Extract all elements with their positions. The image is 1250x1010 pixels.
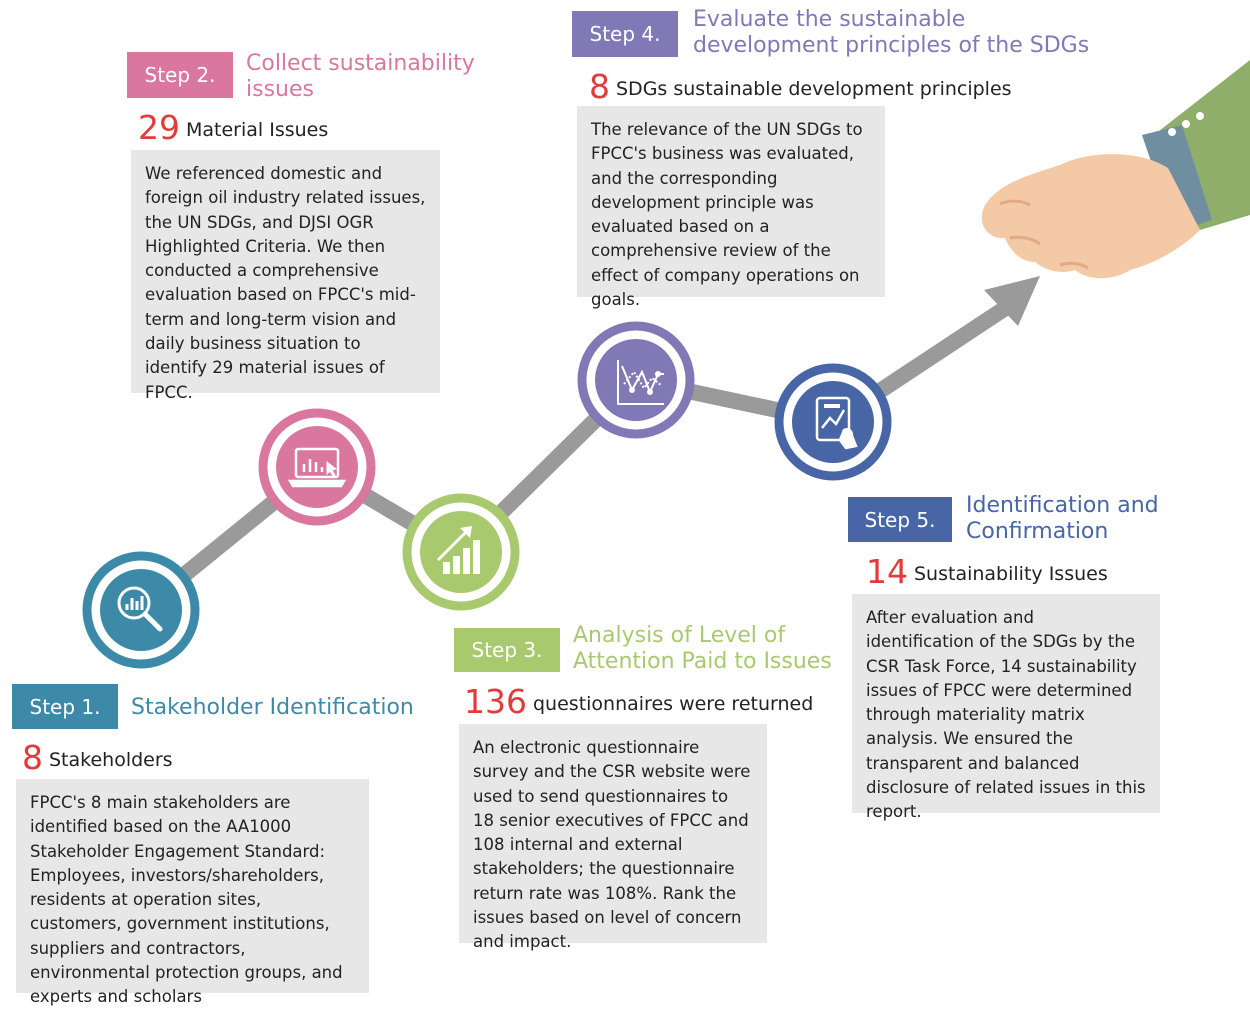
step2-title: Collect sustainability issues <box>246 51 475 102</box>
step5-number: 14 <box>866 552 908 591</box>
step1-node <box>82 551 200 669</box>
pointing-hand-icon <box>981 60 1250 279</box>
step1-badge: Step 1. <box>12 684 118 729</box>
step2-number: 29 <box>138 108 180 147</box>
step4-number: 8 <box>589 67 610 106</box>
step2-badge: Step 2. <box>127 52 233 98</box>
path-arrowhead <box>984 276 1040 326</box>
step2-unit: Material Issues <box>186 119 329 141</box>
step2-node <box>258 408 376 526</box>
step4-node <box>577 321 695 439</box>
step4-description: The relevance of the UN SDGs to FPCC's b… <box>577 106 885 309</box>
step5-node <box>774 363 892 481</box>
step1-number: 8 <box>22 738 43 777</box>
step1-unit: Stakeholders <box>49 749 173 771</box>
step3-unit: questionnaires were returned <box>533 693 814 715</box>
step5-description: After evaluation and identification of t… <box>852 594 1160 821</box>
step2-count: 29 Material Issues <box>138 111 328 144</box>
step3-description: An electronic questionnaire survey and t… <box>459 724 767 951</box>
step1-description: FPCC's 8 main stakeholders are identifie… <box>16 779 369 1006</box>
step5-badge: Step 5. <box>848 497 952 542</box>
step3-badge: Step 3. <box>454 628 560 672</box>
step1-title: Stakeholder Identification <box>131 695 414 720</box>
step5-title: Identification and Confirmation <box>966 493 1159 544</box>
laptop-chart-icon <box>287 447 347 488</box>
step4-title: Evaluate the sustainable development pri… <box>693 7 1090 58</box>
step4-badge: Step 4. <box>572 11 678 57</box>
magnifier-chart-icon <box>117 586 163 632</box>
step3-node <box>402 493 520 611</box>
step5-unit: Sustainability Issues <box>914 563 1108 585</box>
step3-number: 136 <box>464 682 527 721</box>
step3-title: Analysis of Level of Attention Paid to I… <box>573 623 832 674</box>
growth-bar-chart-icon <box>436 526 480 574</box>
step1-count: 8 Stakeholders <box>22 741 173 774</box>
step4-unit: SDGs sustainable development principles <box>616 78 1012 100</box>
step4-count: 8 SDGs sustainable development principles <box>589 70 1012 103</box>
step3-count: 136 questionnaires were returned <box>464 685 813 718</box>
tablet-chart-touch-icon <box>815 396 858 450</box>
step2-description: We referenced domestic and foreign oil i… <box>131 150 440 402</box>
line-chart-icon <box>617 360 664 405</box>
step5-count: 14 Sustainability Issues <box>866 555 1108 588</box>
